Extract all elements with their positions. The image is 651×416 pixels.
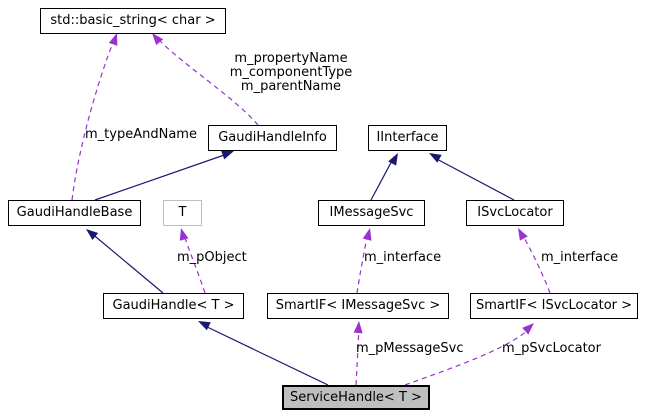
arrowhead-inherit-gaudihandle — [198, 321, 211, 331]
edge-usage-servicehandle-to-smartifimessagesvc — [355, 325, 360, 386]
arrowhead-usage-t — [179, 228, 189, 241]
edge-label-m-typeandname: m_typeAndName — [85, 127, 197, 142]
node-std-basic-string[interactable]: std::basic_string< char > — [40, 8, 226, 34]
edge-inherit-gaudihandle-to-gaudihandlebase — [89, 231, 164, 294]
arrowhead-usage-basicstring-right — [152, 33, 164, 46]
edge-label-m-propertyname-group: m_propertyName m_componentType m_parentN… — [229, 51, 353, 94]
arrowhead-usage-basicstring-left — [108, 33, 118, 46]
node-gaudihandle[interactable]: GaudiHandle< T > — [103, 293, 244, 319]
node-servicehandle-current: ServiceHandle< T > — [282, 385, 430, 410]
node-smartif-isvclocator[interactable]: SmartIF< ISvcLocator > — [470, 293, 638, 319]
edge-inherit-gaudihandlebase-to-gaudihandleinfo — [94, 152, 231, 201]
edge-usage-gaudihandlebase-to-basicstring — [71, 39, 115, 201]
node-gaudihandlebase[interactable]: GaudiHandleBase — [8, 200, 141, 226]
edge-label-m-pobject: m_pObject — [177, 250, 247, 265]
edge-inherit-isvclocator-to-iinterface — [432, 156, 515, 201]
arrowhead-inherit-iinterface-right — [429, 153, 442, 163]
arrowhead-inherit-gaudihandlebase — [86, 229, 99, 241]
edge-label-m-interface-left: m_interface — [364, 250, 442, 265]
node-gaudihandleinfo[interactable]: GaudiHandleInfo — [208, 125, 337, 151]
node-imessagesvc[interactable]: IMessageSvc — [318, 200, 425, 226]
arrowhead-inherit-iinterface-left — [388, 153, 398, 166]
arrowhead-usage-isvclocator — [518, 228, 528, 241]
edge-label-m-interface-right: m_interface — [541, 250, 619, 265]
edge-inherit-imessagesvc-to-iinterface — [370, 156, 395, 201]
edge-label-m-pmessagesvc: m_pMessageSvc — [356, 341, 464, 356]
node-isvclocator[interactable]: ISvcLocator — [466, 200, 564, 226]
edge-usage-gaudihandleinfo-to-basicstring — [159, 40, 259, 126]
edge-label-m-psvclocator: m_pSvcLocator — [502, 341, 601, 356]
node-template-param-t: T — [163, 200, 202, 226]
node-iinterface[interactable]: IInterface — [368, 125, 447, 151]
arrowhead-usage-smartifisvclocator — [522, 323, 534, 335]
arrowhead-usage-smartifimessagesvc — [353, 321, 363, 334]
arrowhead-inherit-gaudihandleinfo — [221, 150, 234, 160]
arrowhead-usage-imessagesvc — [362, 228, 372, 241]
edge-usage-servicehandle-to-smartifisvclocator — [404, 329, 529, 386]
edge-inherit-servicehandle-to-gaudihandle — [202, 324, 329, 386]
node-smartif-imessagesvc[interactable]: SmartIF< IMessageSvc > — [267, 293, 449, 319]
